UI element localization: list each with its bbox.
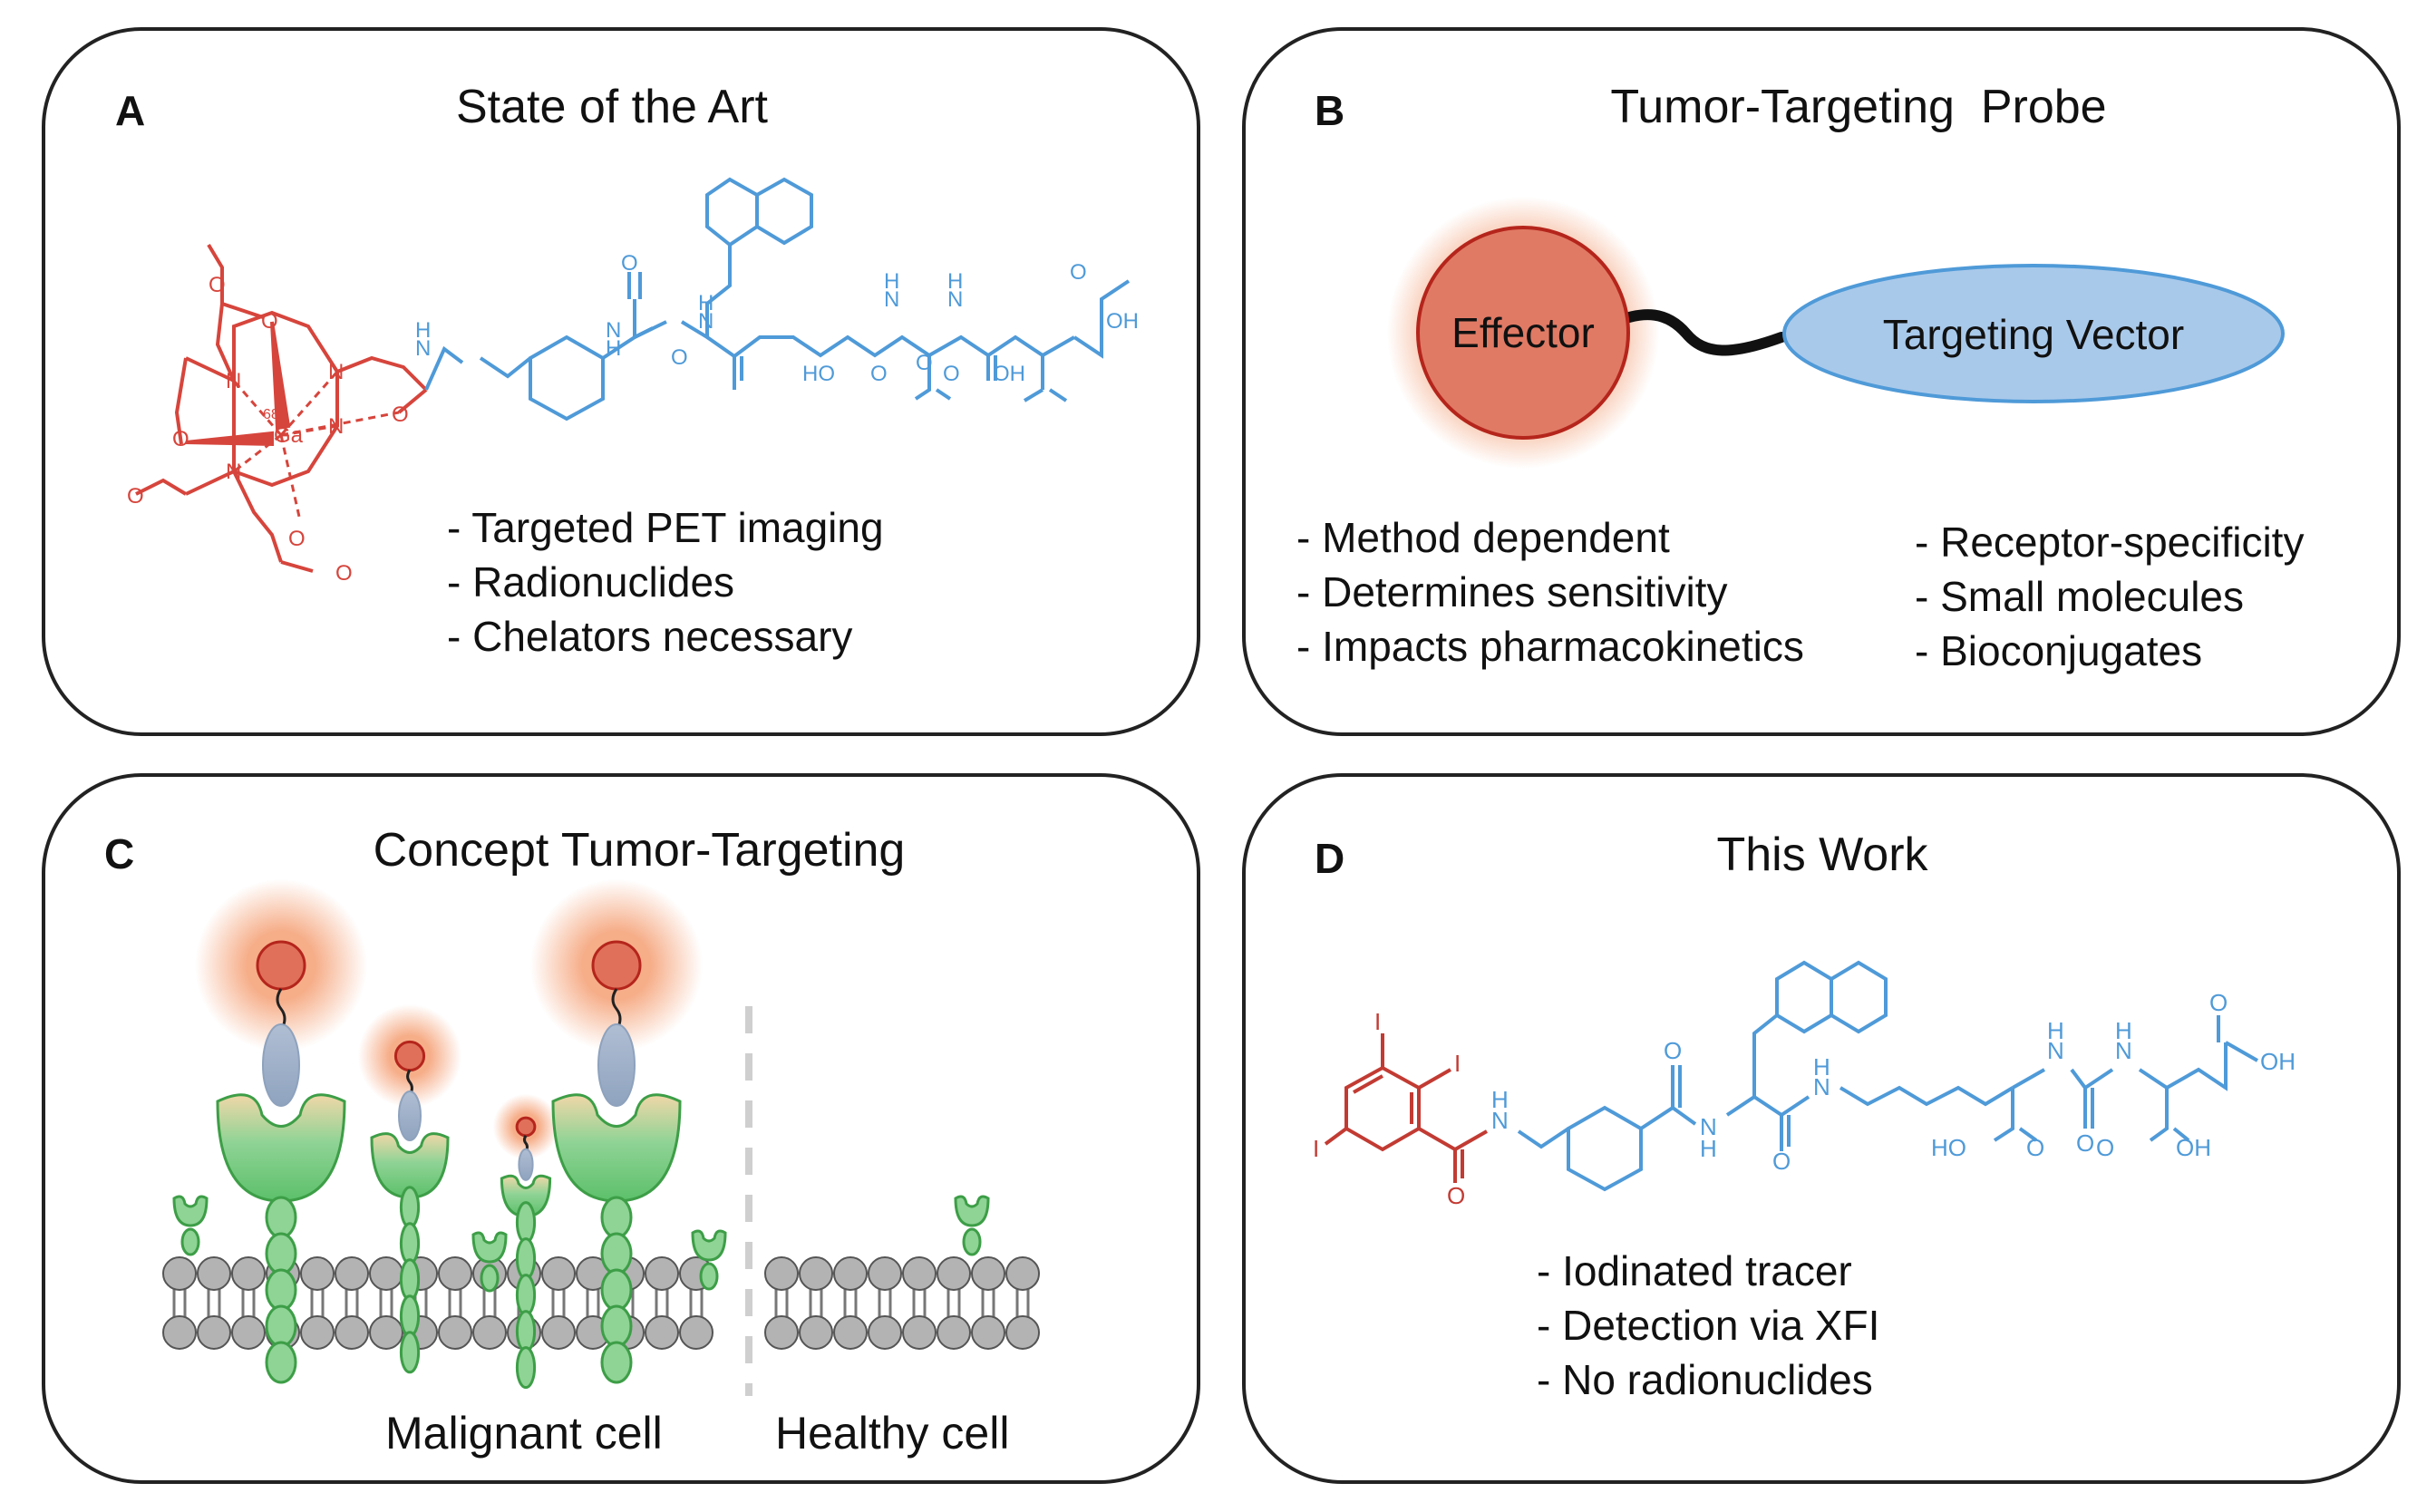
panel-d-bullets: - Iodinated tracer - Detection via XFI -… xyxy=(1537,1244,1879,1407)
panel-c xyxy=(42,773,1200,1484)
panel-d-title: This Work xyxy=(1716,829,1928,881)
panel-a-bullet-2: - Radionuclides xyxy=(447,558,735,606)
panel-b-bullet-left-3: - Impacts pharmacokinetics xyxy=(1296,623,1804,670)
panel-b-bullet-right-1: - Receptor-specificity xyxy=(1915,519,2305,566)
panel-b-bullet-right-2: - Small molecules xyxy=(1915,573,2244,620)
panel-b-bullet-left-1: - Method dependent xyxy=(1296,514,1670,561)
panel-b-bullet-right-3: - Bioconjugates xyxy=(1915,627,2203,674)
effector-label: Effector xyxy=(1451,309,1595,356)
malignant-cell-label: Malignant cell xyxy=(385,1408,663,1459)
panel-a-letter: A xyxy=(115,87,146,134)
panel-b-bullets-left: - Method dependent - Determines sensitiv… xyxy=(1296,510,1804,674)
healthy-cell-label: Healthy cell xyxy=(775,1408,1010,1459)
panel-a-title: State of the Art xyxy=(456,81,768,133)
panel-d-bullet-2: - Detection via XFI xyxy=(1537,1302,1880,1349)
panel-a-bullets: - Targeted PET imaging - Radionuclides -… xyxy=(447,500,884,664)
panel-a-bullet-1: - Targeted PET imaging xyxy=(447,504,884,551)
panel-b-letter: B xyxy=(1315,87,1345,134)
targeting-vector-label: Targeting Vector xyxy=(1882,311,2185,358)
panel-d-letter: D xyxy=(1315,835,1345,882)
panel-a-bullet-3: - Chelators necessary xyxy=(447,613,853,660)
panel-c-letter: C xyxy=(104,830,135,877)
panel-d-bullet-1: - Iodinated tracer xyxy=(1537,1247,1852,1294)
panel-b-bullets-right: - Receptor-specificity - Small molecules… xyxy=(1915,515,2304,678)
panel-b-title: Tumor-Targeting Probe xyxy=(1610,81,2107,133)
panel-c-title: Concept Tumor-Targeting xyxy=(373,824,906,877)
panel-d-bullet-3: - No radionuclides xyxy=(1537,1356,1873,1403)
panel-b-bullet-left-2: - Determines sensitivity xyxy=(1296,568,1728,615)
